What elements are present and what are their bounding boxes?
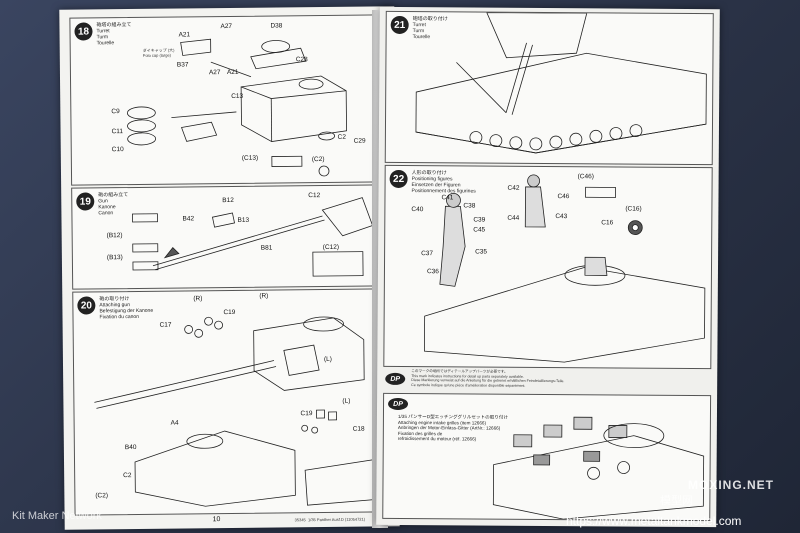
part-label: (L) — [323, 355, 332, 364]
part-label: (R) — [259, 292, 269, 300]
part-label: C41 — [441, 194, 454, 202]
turret-assembly-drawing — [126, 38, 347, 177]
part-label: (C13) — [241, 154, 259, 162]
part-label: C17 — [159, 321, 172, 329]
part-label: C2 — [123, 472, 132, 480]
part-label: C28 — [295, 56, 308, 64]
part-label: A21 — [178, 31, 191, 39]
part-label: C10 — [111, 146, 124, 154]
part-label: (B12) — [106, 232, 123, 240]
part-label: (B13) — [106, 254, 123, 262]
step-21-panel: 21 砲塔の取り付け Turret Turm Tourelle — [384, 10, 714, 166]
step-20-panel: 20 砲の取り付け Attaching gun Befestigung der … — [72, 288, 387, 516]
part-label: A4 — [170, 419, 179, 427]
gun-assembly-drawing — [132, 197, 374, 277]
step-18-panel: 18 砲塔の組み立て Turret Turm Tourelle ダイキャップ (… — [69, 14, 384, 186]
dp-grille-panel: DP 1/35 パンサーD型エッチンググリルセットの取り付け Attaching… — [382, 392, 712, 522]
part-label: C18 — [352, 425, 365, 433]
engine-grille-drawing — [492, 416, 705, 520]
part-label: D38 — [270, 22, 283, 30]
part-label: C46 — [557, 193, 570, 201]
part-label: C16 — [601, 219, 614, 227]
part-label: C37 — [421, 250, 434, 258]
part-label: (R) — [193, 295, 203, 303]
part-label: (L) — [342, 397, 351, 405]
watermark-kitmaker: Kit Maker Network — [12, 510, 102, 522]
step-22-panel: 22 人形の取り付け Positioning figures Einsetzen… — [383, 164, 713, 370]
dp-notice-text: このマークの場所ではディテールアップパーツが必要です。 This mark in… — [411, 369, 565, 388]
part-label: B13 — [237, 216, 250, 224]
part-label: A21 — [226, 68, 239, 77]
part-label: C40 — [411, 206, 424, 214]
right-page: 21 砲塔の取り付け Turret Turm Tourelle 22 人形の取り… — [376, 6, 720, 528]
part-label: (C2) — [311, 155, 325, 164]
watermark-brand: MOXING.NET — [688, 478, 775, 492]
part-label: C29 — [353, 137, 366, 145]
part-label: C35 — [475, 248, 488, 256]
part-label: B81 — [260, 244, 273, 252]
part-label: (C2) — [95, 492, 109, 500]
part-label: B12 — [222, 196, 234, 205]
part-label: A27 — [220, 22, 233, 31]
part-label: C2 — [337, 133, 346, 141]
part-label: (C12) — [322, 243, 340, 252]
part-label: (C16) — [625, 205, 642, 213]
part-label: C38 — [463, 202, 476, 210]
part-label: C13 — [231, 92, 244, 100]
part-label: A27 — [208, 69, 221, 77]
part-label: B40 — [124, 443, 137, 452]
part-label: C9 — [111, 108, 120, 116]
part-label: C19 — [223, 308, 236, 317]
part-label: C45 — [473, 226, 486, 234]
part-label: C43 — [555, 213, 568, 221]
step-19-panel: 19 砲の組み立て Gun Kanone Canon B12 B42 B13 B… — [71, 184, 385, 290]
footer-code: 35345 1/35 Panther Ausf.D (11054721) — [294, 516, 366, 523]
part-label: C42 — [507, 184, 520, 192]
part-label: C19 — [300, 410, 313, 418]
part-label: C44 — [507, 214, 520, 222]
part-label: C39 — [473, 216, 486, 224]
part-label: C11 — [111, 128, 124, 136]
left-page: 18 砲塔の組み立て Turret Turm Tourelle ダイキャップ (… — [59, 6, 400, 530]
part-label: (C46) — [577, 173, 594, 181]
part-label: B37 — [176, 61, 189, 69]
watermark-brand-sub: 模型网 — [660, 495, 693, 507]
part-label: B42 — [182, 215, 195, 223]
part-label: C36 — [426, 268, 439, 276]
dp-notice: DP このマークの場所ではディテールアップパーツが必要です。 This mark… — [383, 369, 709, 393]
gun-attach-drawing — [94, 316, 376, 507]
page-number: 10 — [212, 516, 221, 524]
turret-mount-drawing — [415, 12, 707, 154]
watermark-url: https://www.metaltankmodel.com — [566, 514, 742, 528]
dp-badge: DP — [385, 372, 406, 386]
part-label: C12 — [308, 192, 321, 200]
figures-drawing — [424, 174, 706, 363]
